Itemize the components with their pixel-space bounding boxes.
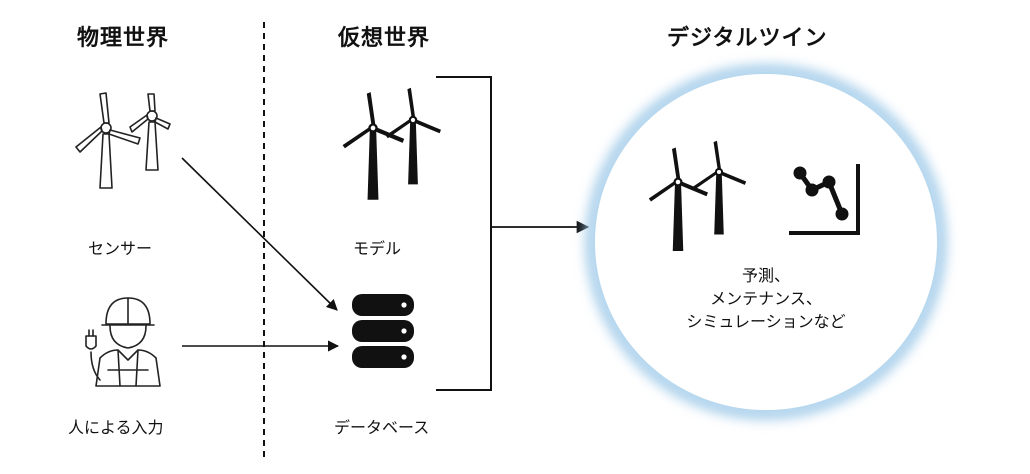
header-physical-world: 物理世界 — [77, 26, 170, 51]
label-model: モデル — [353, 239, 402, 258]
virtual-world-bracket — [436, 76, 492, 391]
twin-caption-line3: シミュレーションなど — [686, 312, 846, 331]
twin-chart-icon — [789, 164, 860, 235]
model-turbine-icon — [342, 87, 441, 200]
sensor-turbine-icon — [75, 92, 171, 189]
database-icon — [352, 294, 414, 368]
digital-twin-ellipse — [593, 72, 939, 412]
twin-caption-line1: 予測、 — [741, 266, 790, 285]
worker-icon — [85, 297, 161, 387]
twin-caption: 予測、 メンテナンス、 シミュレーションなど — [656, 264, 876, 333]
label-database: データベース — [334, 418, 430, 437]
twin-caption-line2: メンテナンス、 — [710, 289, 822, 308]
digital-twin-glow — [586, 65, 946, 419]
label-sensor: センサー — [88, 239, 153, 258]
header-virtual-world: 仮想世界 — [338, 26, 431, 51]
label-human-input: 人による入力 — [68, 418, 164, 437]
arrow-sensor-to-database — [181, 157, 338, 311]
header-digital-twin: デジタルツイン — [667, 26, 828, 51]
